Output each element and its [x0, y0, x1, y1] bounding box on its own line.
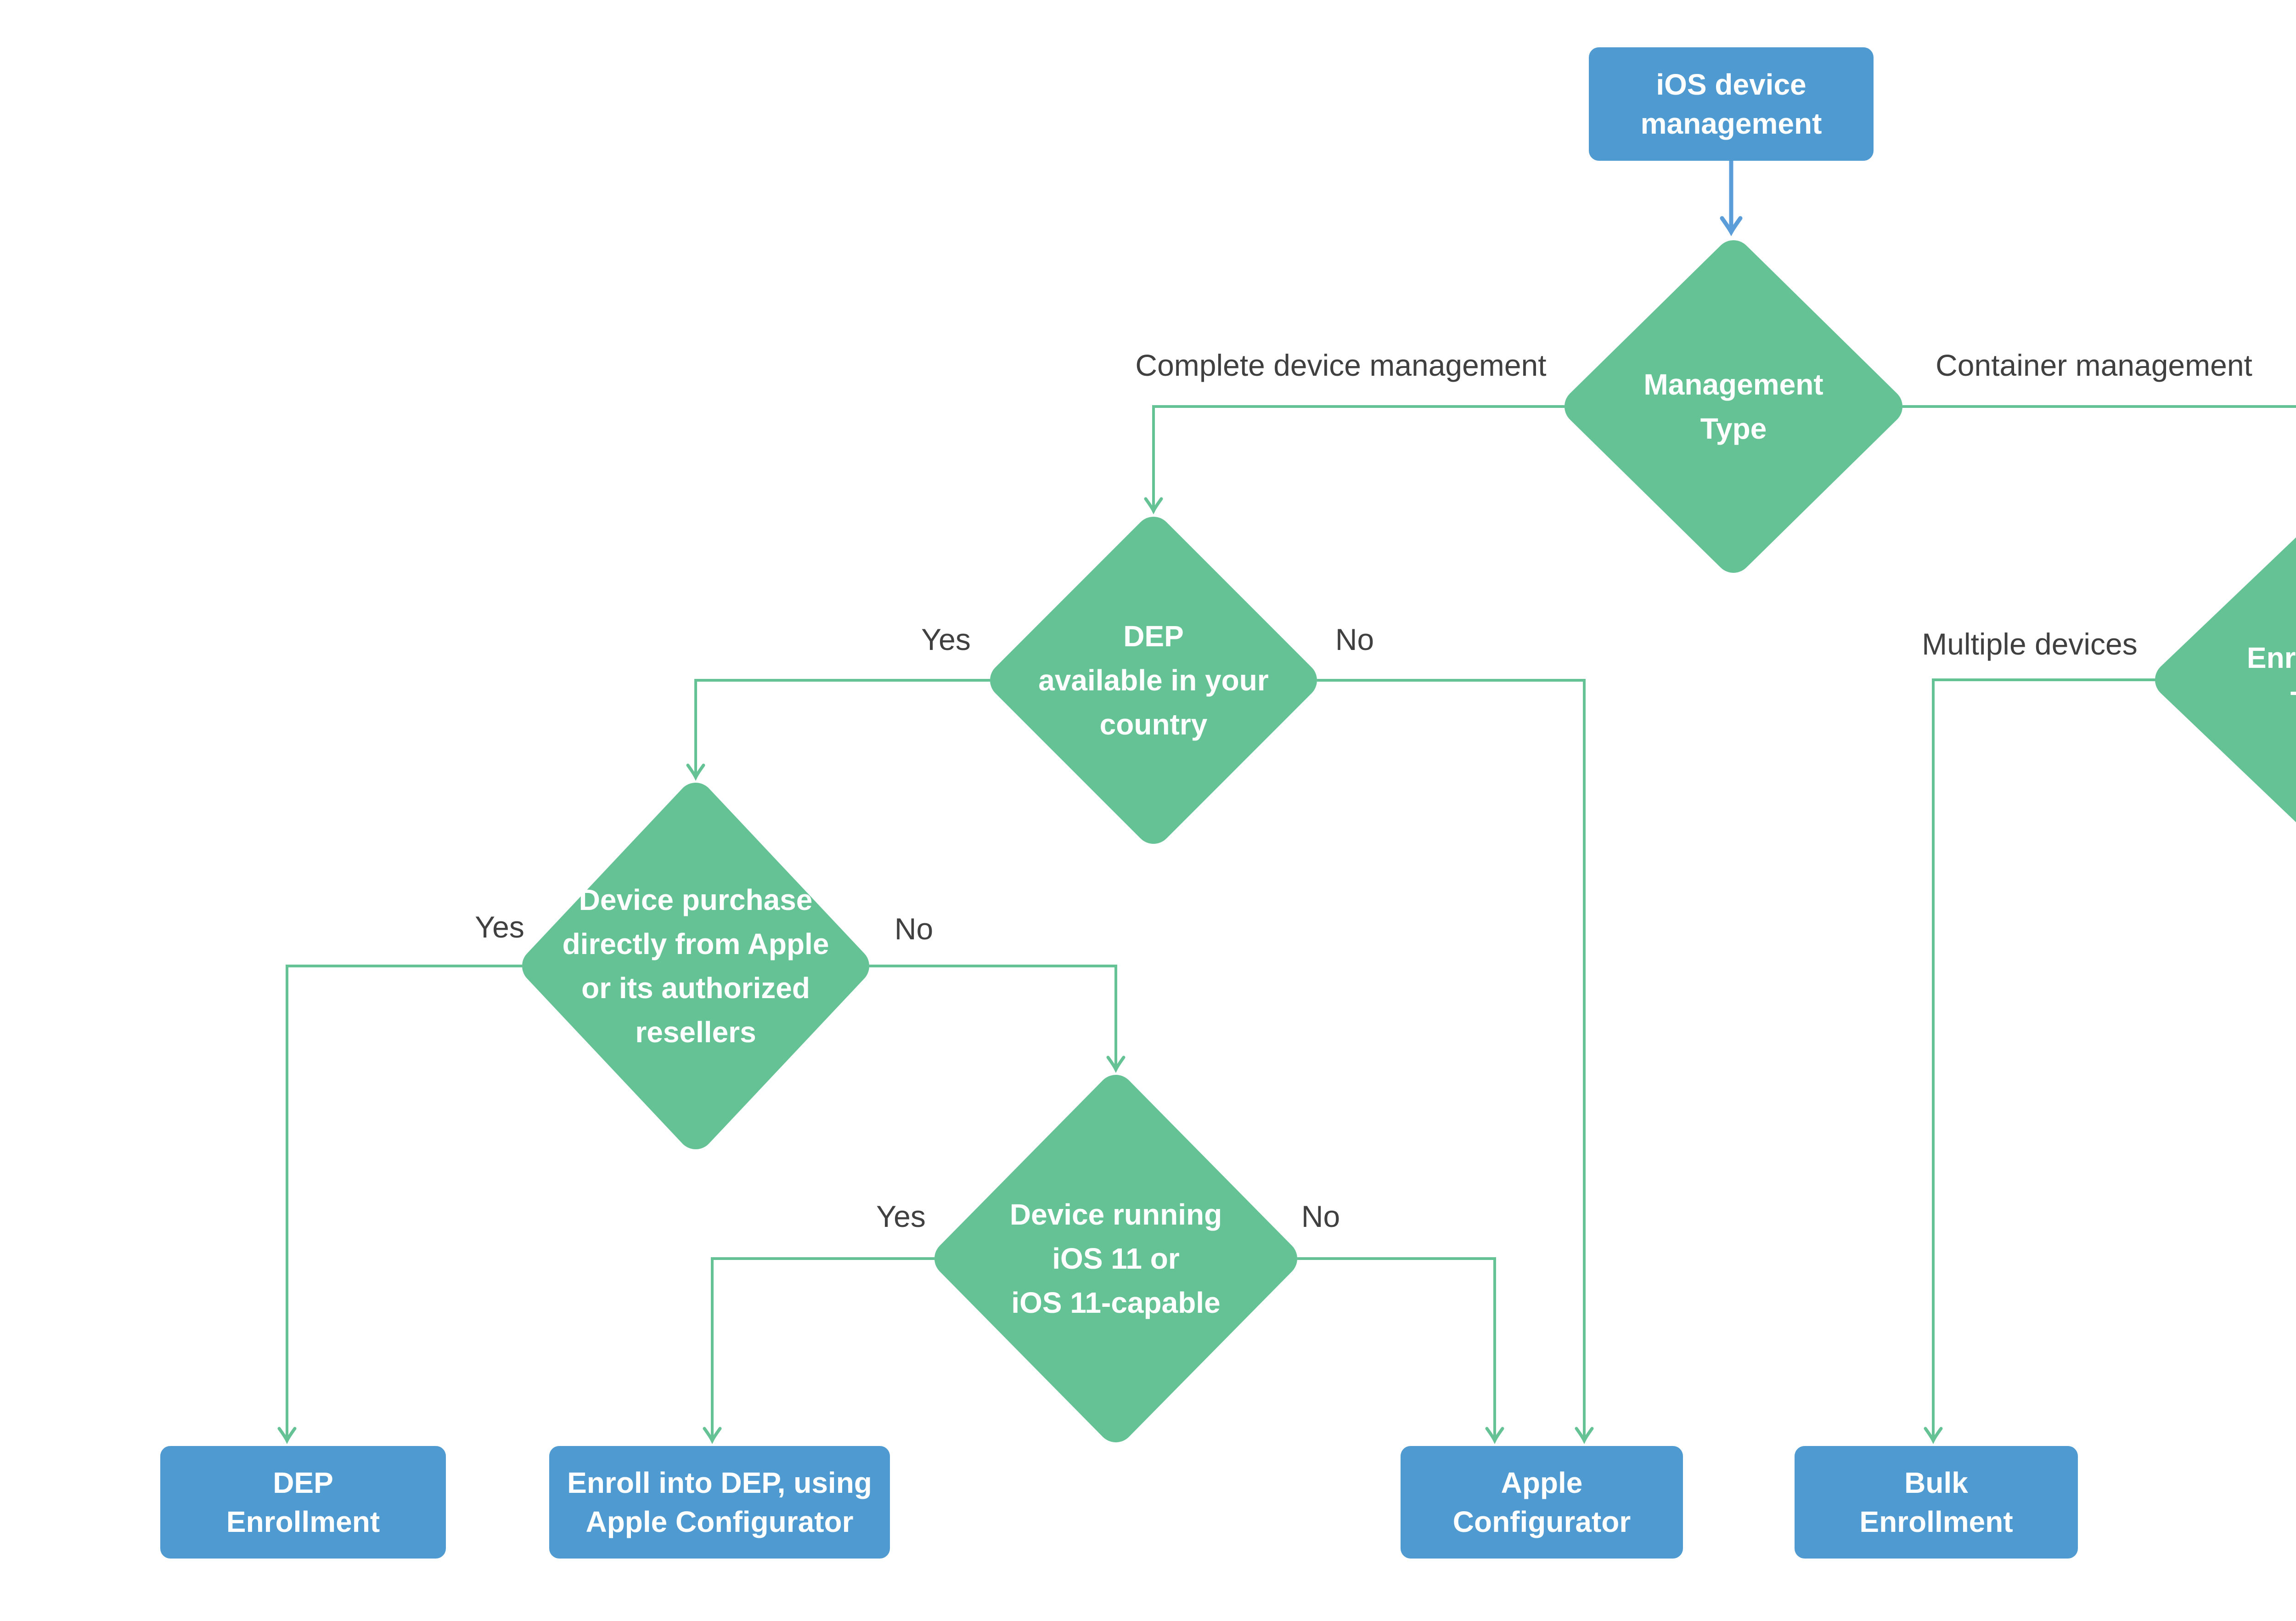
- shape-dep-available-diamond: [990, 517, 1317, 844]
- edge-running-yes-to-enroll-into-dep: [703, 1257, 934, 1444]
- shape-apple-configurator-box: [1401, 1446, 1683, 1559]
- shape-ios-device-management-box: [1589, 47, 1874, 161]
- edge-dep-no-to-apple-configurator: [1317, 679, 1594, 1444]
- edge-management-to-enrollment: [1902, 405, 2296, 408]
- shape-bulk-enrollment-box: [1795, 1446, 2078, 1559]
- edge-enrollment-multiple-to-bulk: [1924, 678, 2155, 1444]
- edge-dep-yes-to-purchase: [686, 679, 990, 781]
- edge-running-no-to-apple-configurator: [1297, 1257, 1504, 1444]
- edge-purchase-yes-to-dep-enrollment: [277, 965, 522, 1444]
- shape-enrollment-type-diamond: [2155, 537, 2296, 823]
- shape-enroll-into-dep-box: [549, 1446, 890, 1559]
- shape-dep-enrollment-box: [160, 1446, 446, 1559]
- edge-management-to-dep: [1144, 405, 1564, 514]
- edge-purchase-no-to-running: [869, 965, 1125, 1073]
- shape-device-running-diamond: [934, 1075, 1297, 1442]
- shape-device-purchase-diamond: [522, 783, 869, 1149]
- shape-management-type-diamond: [1564, 240, 1902, 573]
